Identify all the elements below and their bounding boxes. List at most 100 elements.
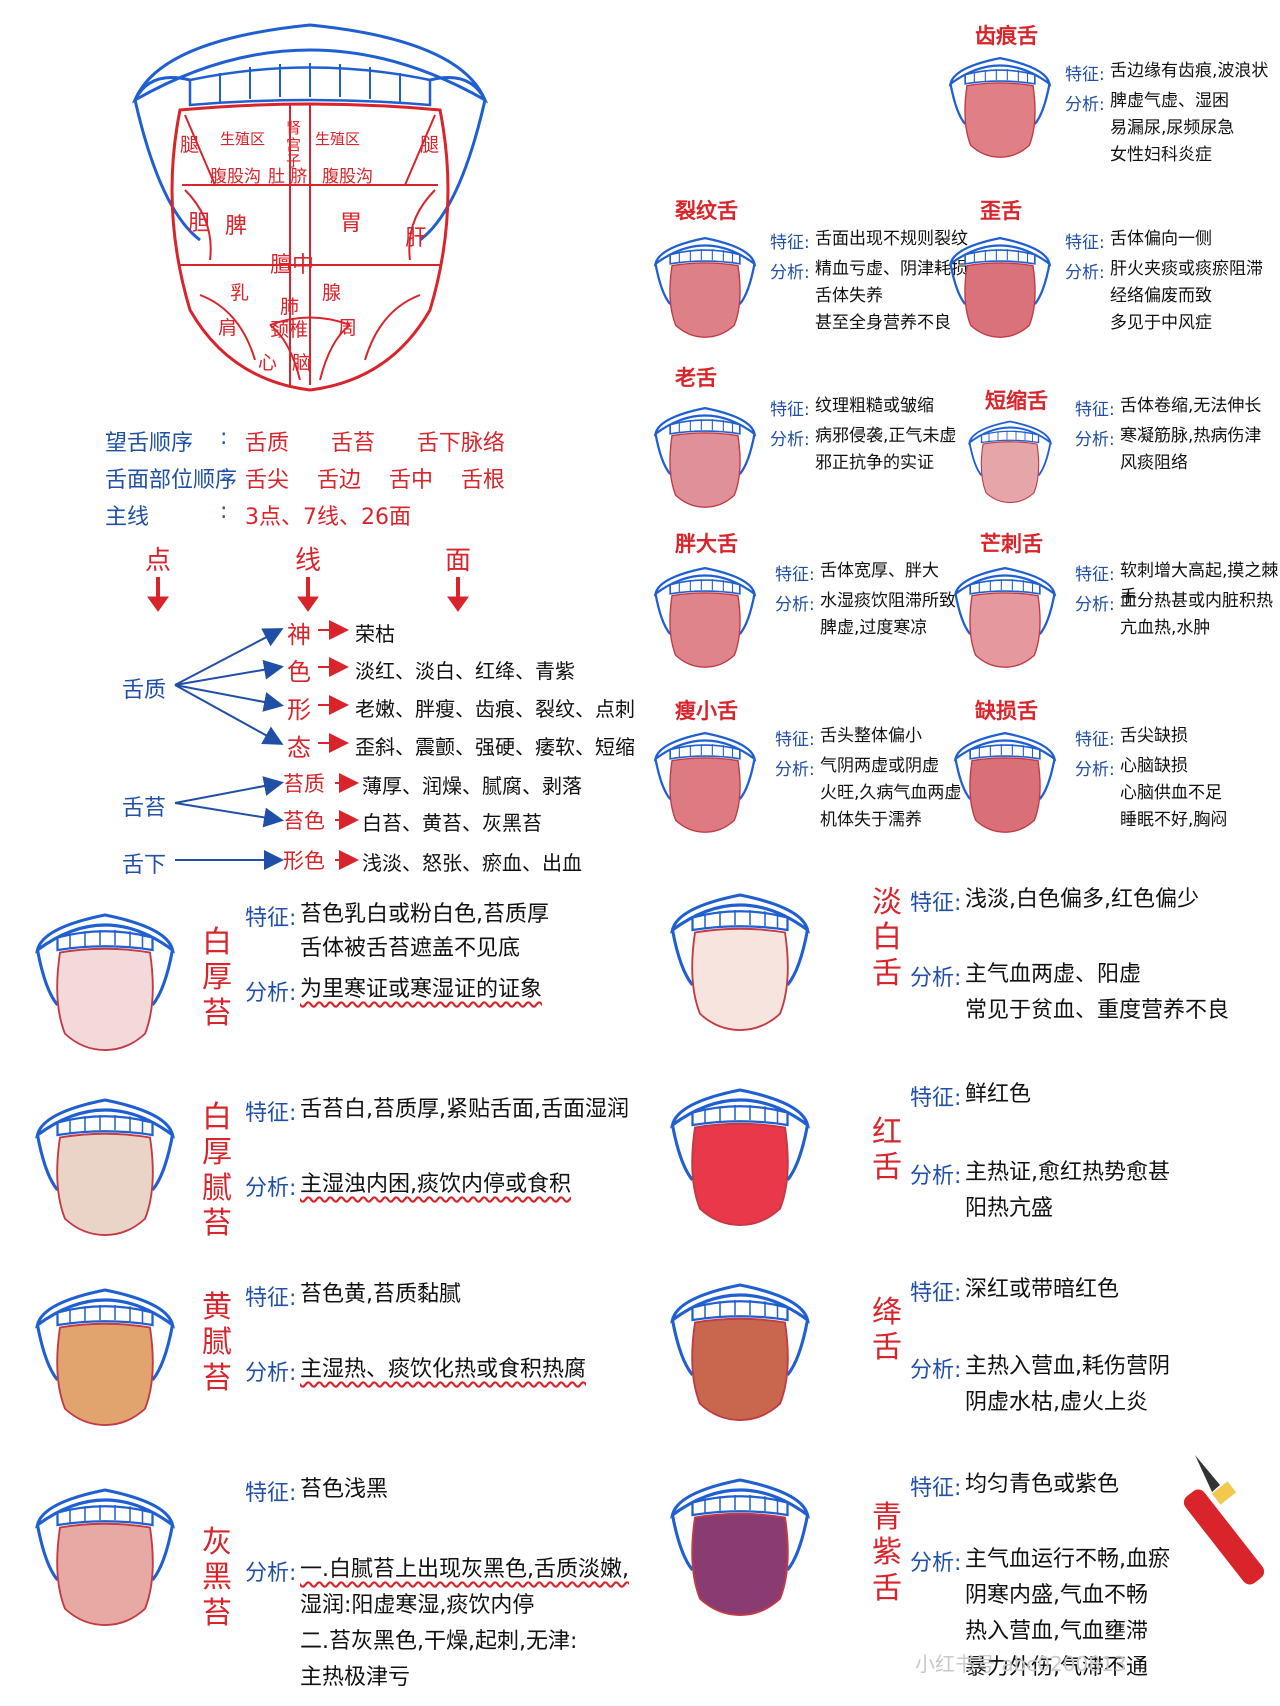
category-xian: 线	[295, 546, 322, 576]
tongue-illustration	[948, 236, 1052, 338]
analysis-text: 阴虚水枯,虚火上炎	[965, 1390, 1148, 1415]
analysis-text: 亢血热,水肿	[1120, 618, 1211, 638]
tree-desc-xing: 老嫩、胖瘦、齿痕、裂纹、点刺	[355, 697, 635, 721]
feature-text: 舌体宽厚、胖大	[820, 561, 939, 581]
category-arrows	[147, 577, 469, 612]
analysis-label: 分析:	[245, 1361, 297, 1386]
feature-label: 特征:	[910, 891, 962, 916]
tongue-illustration	[653, 731, 757, 833]
map-label-xin: 心	[258, 352, 278, 374]
feature-text: 鲜红色	[965, 1082, 1032, 1107]
map-label-xian: 腺	[322, 282, 342, 304]
analysis-label: 分析:	[245, 1561, 297, 1586]
order-colon: :	[220, 425, 228, 450]
feature-label: 特征:	[245, 1101, 297, 1126]
map-label-tui-right: 腿	[420, 134, 440, 156]
analysis-text: 主气血两虚、阳虚	[965, 962, 1142, 987]
analysis-label: 分析:	[770, 263, 810, 283]
tongue-illustration	[670, 893, 810, 1031]
feature-text: 舌体卷缩,无法伸长	[1120, 396, 1262, 416]
feature-label: 特征:	[245, 1286, 297, 1311]
tongue-illustration	[653, 566, 757, 668]
tongue-illustration	[670, 1283, 810, 1421]
card-title: 瘦小舌	[675, 699, 738, 723]
analysis-text: 心脑供血不足	[1120, 783, 1222, 803]
analysis-label: 分析:	[1065, 95, 1105, 115]
card-title: 芒刺舌	[980, 532, 1043, 556]
feature-text: 舌边缘有齿痕,波浪状	[1110, 61, 1269, 81]
card-title: 短缩舌	[985, 389, 1048, 413]
main-values: 3点、7线、26面	[245, 505, 411, 530]
tree-desc-tai: 歪斜、震颤、强硬、痿软、短缩	[355, 735, 635, 759]
entry-title: 灰黑苔	[202, 1525, 232, 1631]
feature-label: 特征:	[775, 565, 815, 585]
card-title: 老舌	[675, 366, 717, 390]
tongue-illustration	[653, 236, 757, 338]
feature-text: 舌尖缺损	[1120, 726, 1188, 746]
feature-label: 特征:	[770, 233, 810, 253]
feature-label: 特征:	[910, 1086, 962, 1111]
analysis-text: 脾虚气虚、湿困	[1110, 91, 1229, 111]
analysis-text: 肝火夹痰或痰瘀阻滞	[1110, 259, 1263, 279]
tongue-illustration	[953, 731, 1057, 833]
feature-text: 均匀青色或紫色	[965, 1472, 1120, 1497]
feature-text: 舌头整体偏小	[820, 726, 922, 746]
feature-label: 特征:	[910, 1476, 962, 1501]
analysis-label: 分析:	[775, 595, 815, 615]
part-values: 舌尖 舌边 舌中 舌根	[245, 468, 505, 493]
tongue-illustration	[35, 1098, 175, 1236]
tree-node-taizhi: 苔质	[283, 772, 325, 796]
map-label-dan: 胆	[188, 211, 211, 236]
order-values: 舌质 舌苔 舌下脉络	[245, 431, 505, 456]
map-label-shen-gong: 肾 宫 子	[286, 119, 302, 170]
map-label-fei: 肺	[280, 296, 300, 318]
analysis-text: 阳热亢盛	[965, 1196, 1054, 1221]
map-label-nao: 脑	[292, 352, 312, 374]
tongue-map-drawing	[131, 23, 489, 392]
feature-text: 舌面出现不规则裂纹	[815, 229, 968, 249]
map-label-danzhong: 膻中	[270, 253, 315, 278]
pen-icon	[1183, 1455, 1265, 1585]
card-title: 缺损舌	[975, 699, 1038, 723]
analysis-label: 分析:	[770, 430, 810, 450]
map-label-shengzhi-right: 生殖区	[315, 130, 361, 148]
analysis-text: 易漏尿,尿频尿急	[1110, 118, 1235, 138]
tree-node-tai: 态	[287, 734, 311, 762]
watermark: 小红书号 abc0200813	[915, 1652, 1127, 1676]
tongue-illustration	[968, 420, 1052, 504]
tree-desc-se: 淡红、淡白、红绛、青紫	[355, 659, 575, 683]
analysis-text: 风痰阻络	[1120, 453, 1188, 473]
analysis-text: 主气血运行不畅,血瘀	[965, 1547, 1170, 1572]
feature-label: 特征:	[1075, 400, 1115, 420]
entry-title: 绛舌	[872, 1295, 902, 1366]
map-label-gan: 肝	[405, 226, 428, 251]
analysis-text: 火旺,久病气血两虚	[820, 783, 962, 803]
map-label-gan-shen: 肚 脐	[268, 167, 308, 187]
map-label-wei: 胃	[340, 211, 363, 236]
main-colon: :	[220, 499, 228, 524]
card-title: 歪舌	[980, 199, 1022, 223]
tree-shexia: 舌下	[122, 853, 167, 878]
tree-node-se: 色	[287, 658, 311, 686]
analysis-text: 为里寒证或寒湿证的证象	[300, 977, 543, 1002]
entry-title: 红舌	[872, 1115, 902, 1186]
analysis-label: 分析:	[1075, 760, 1115, 780]
tongue-map: 腿 生殖区 肾 宫 子 生殖区 腿 腹股沟 肚 脐 腹股沟 胆 脾 胃 肝 膻中…	[130, 10, 490, 395]
feature-text: 苔色浅黑	[300, 1477, 389, 1502]
tongue-illustration	[953, 566, 1057, 668]
tree-desc-shen: 荣枯	[355, 622, 395, 646]
feature-text: 软刺增大高起,摸之棘手	[1120, 561, 1279, 608]
analysis-text: 主热入营血,耗伤营阴	[965, 1354, 1170, 1379]
map-label-pi: 脾	[225, 214, 248, 239]
tree-node-xingse: 形色	[283, 849, 325, 873]
feature-label: 特征:	[1065, 65, 1105, 85]
tree-node-shen: 神	[287, 621, 311, 649]
analysis-label: 分析:	[1075, 430, 1115, 450]
map-label-zhou: 周	[338, 317, 358, 339]
analysis-label: 分析:	[910, 1551, 962, 1576]
feature-label: 特征:	[770, 400, 810, 420]
map-label-jingzhui: 颈椎	[270, 319, 309, 341]
analysis-text: 机体失于濡养	[820, 810, 922, 830]
category-dian: 点	[145, 546, 172, 576]
analysis-text: 甚至全身营养不良	[815, 313, 951, 333]
